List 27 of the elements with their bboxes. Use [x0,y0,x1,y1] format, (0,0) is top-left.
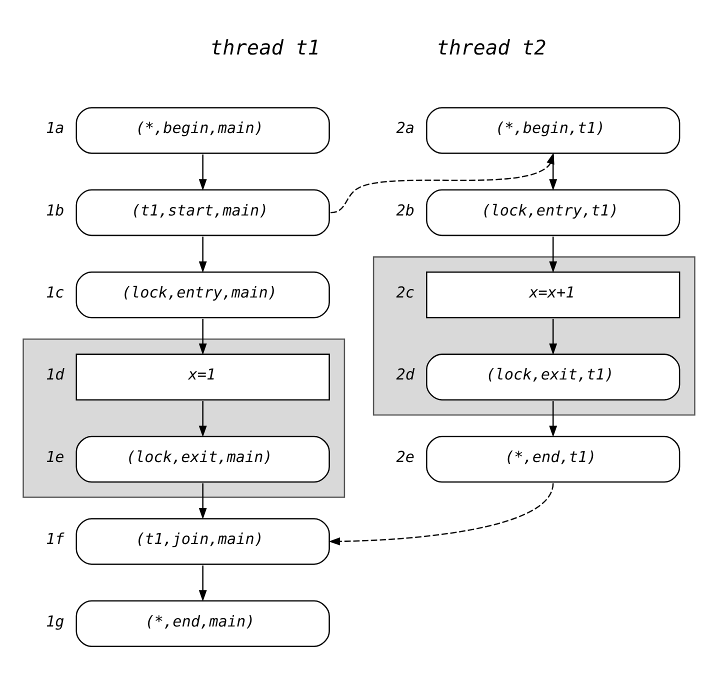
label: thread t2 [436,35,546,60]
node-label: 1a [46,119,64,138]
node-label: 1c [46,284,64,302]
arrow [198,318,207,355]
node-label: 2c [396,284,415,302]
node-label: 2e [396,448,415,466]
arrow [328,483,554,546]
node-label: 2b [396,201,415,220]
node-label: 2a [396,119,415,138]
arrow [549,236,558,273]
node-label: 1f [46,530,64,548]
node-label: 1d [46,366,64,384]
node-label: 1g [46,612,64,630]
arrow [549,401,558,438]
arrow [198,236,207,273]
cluster [372,256,696,416]
arrow [198,154,207,191]
node-label: 1e [46,448,64,466]
arrow [198,401,207,438]
label: thread t1 [210,35,320,60]
arrow [198,565,207,602]
node-label: 2d [396,366,415,384]
cluster [22,338,346,498]
node-label: 1b [46,201,64,220]
arrow [549,318,558,355]
arrow [549,154,558,191]
arrow [198,483,207,520]
